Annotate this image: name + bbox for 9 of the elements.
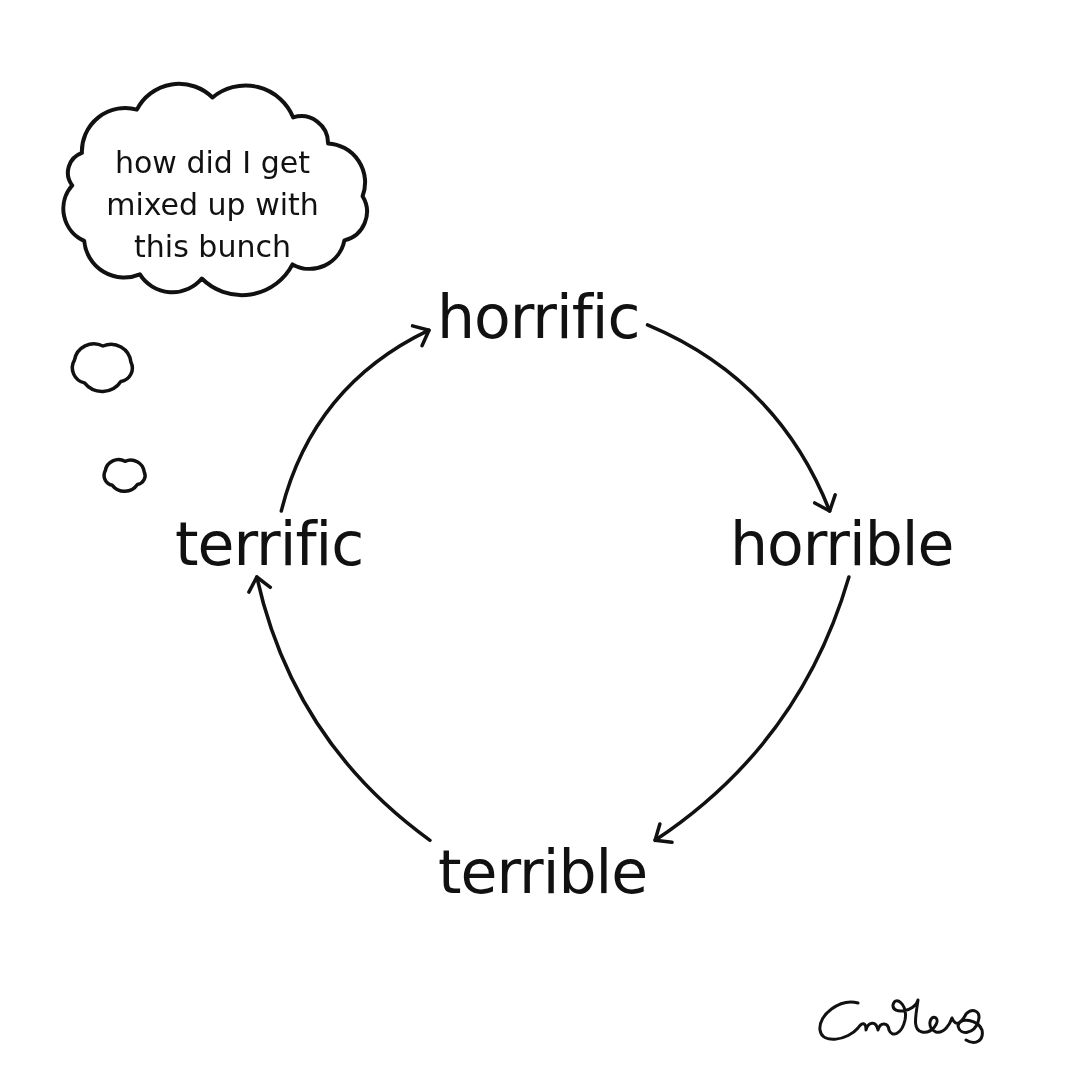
curved-arrow	[247, 575, 432, 843]
thought-text: how did I get mixed up with this bunch	[105, 144, 320, 266]
word-label: terrific	[167, 511, 372, 577]
word-label: horrible	[722, 511, 962, 577]
curved-arrow	[645, 323, 837, 513]
curved-arrow	[279, 324, 431, 513]
curved-arrow	[653, 575, 851, 844]
word-label: horrific	[429, 284, 648, 350]
word-label: terrible	[430, 839, 656, 905]
